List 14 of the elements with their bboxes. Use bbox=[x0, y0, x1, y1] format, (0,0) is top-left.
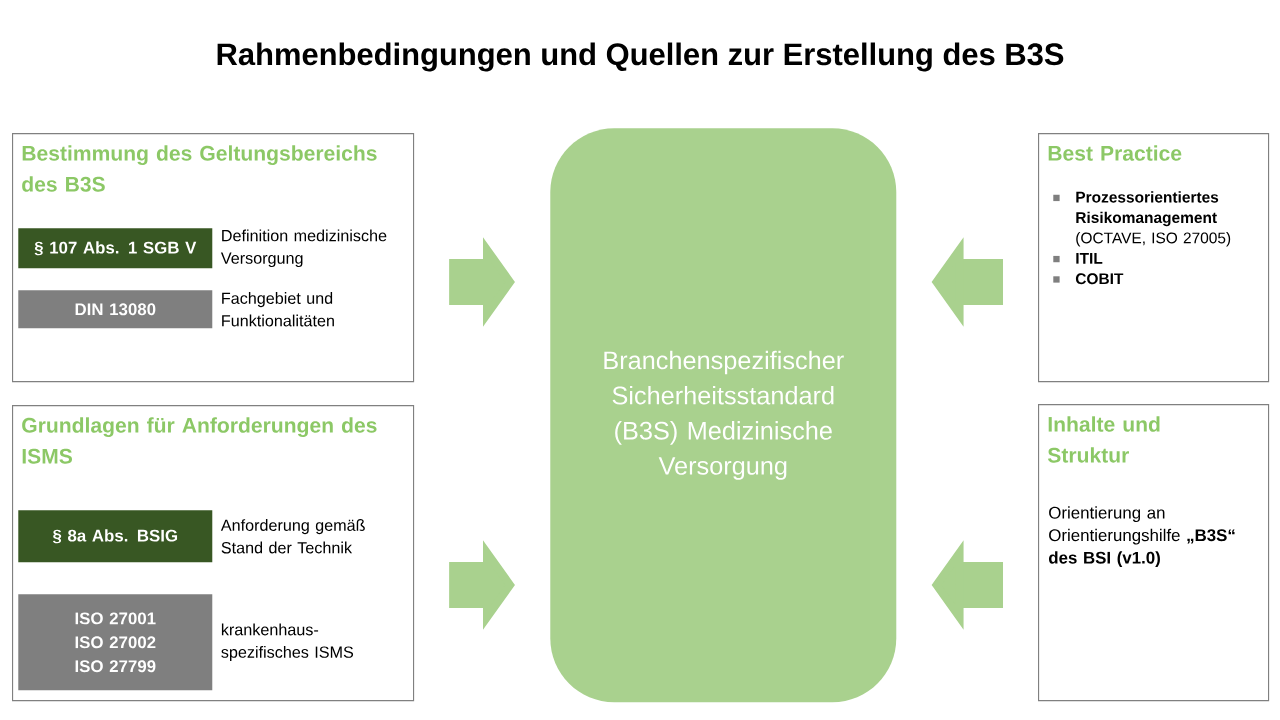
description-text: Fachgebiet und Funktionalitäten bbox=[222, 292, 334, 327]
label-box: § 8a Abs. BSIG bbox=[18, 510, 213, 563]
label-box: ISO 27001 ISO 27002 ISO 27799 bbox=[18, 594, 213, 691]
center-box: Branchenspezifischer Sicherheitsstandard (B3S) Medizinische Versorgung bbox=[550, 128, 897, 703]
list-item: ITIL bbox=[1053, 253, 1103, 264]
body-text: Orientierung an Orientierungshilfe „B3S“ des BSI (v1.0) bbox=[1048, 506, 1235, 567]
label-box: § 107 Abs. 1 SGB V bbox=[18, 228, 213, 269]
description-text: Definition medizinische Versorgung bbox=[220, 229, 387, 268]
description-text: krankenhaus- spezifisches ISMS bbox=[221, 623, 354, 662]
list-item: COBIT bbox=[1053, 273, 1124, 285]
list-item: Prozessorientiertes Risikomanagement (OCTAVE, ISO 27005) bbox=[1053, 191, 1231, 247]
title: Rahmenbedingungen und Quellen zur Erstellung des B3S bbox=[217, 42, 1064, 72]
label-box: DIN 13080 bbox=[18, 290, 213, 329]
description-text: Anforderung gemäß Stand der Technik bbox=[220, 519, 365, 554]
